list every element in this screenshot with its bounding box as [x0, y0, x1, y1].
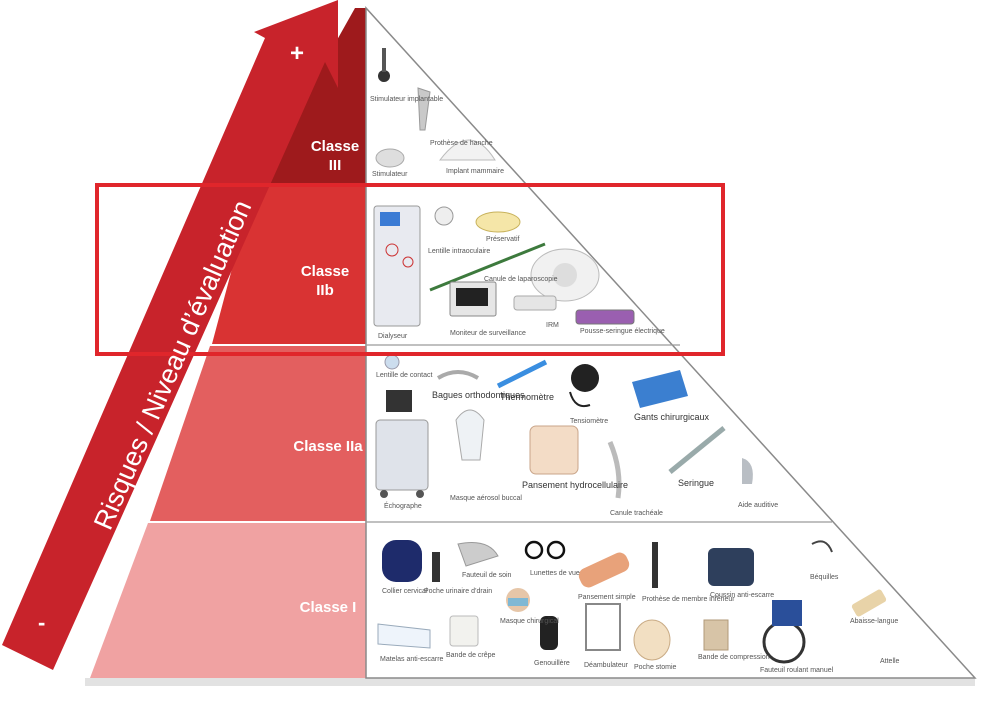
- device-label: Fauteuil roulant manuel: [760, 667, 834, 674]
- risk-arrow: [2, 0, 338, 670]
- device-label: Poche urinaire d’drain: [424, 588, 493, 595]
- device-label: Seringue: [678, 478, 715, 488]
- device-label: Prothèse de hanche: [430, 140, 493, 147]
- tier-class-iia: [150, 346, 366, 521]
- device-label: Préservatif: [486, 236, 520, 243]
- device-label: Canule trachéale: [610, 510, 663, 517]
- class-label-iib-line2: IIb: [316, 282, 334, 299]
- device-label: Aide auditive: [738, 502, 779, 509]
- device-label: Collier cervical: [382, 588, 428, 595]
- device-label: Masque chirurgical: [500, 618, 559, 625]
- device-label: Thermomètre: [500, 392, 555, 402]
- device-label: Tensiomètre: [570, 418, 609, 425]
- device-label: Béquilles: [810, 574, 839, 581]
- device-icons-class-iii: [375, 48, 496, 168]
- device-label: Masque aérosol buccal: [450, 495, 522, 502]
- device-label: Stimulateur: [372, 171, 408, 178]
- class-label-iib: Classe IIb: [290, 262, 360, 300]
- class-iib-highlight-box: [95, 183, 725, 356]
- device-label: Moniteur de surveillance: [450, 330, 526, 337]
- device-icons-class-iia: [375, 354, 753, 499]
- pyramid-outline: [365, 6, 977, 679]
- class-label-iii-line2: III: [328, 157, 342, 174]
- device-label: Pansement simple: [578, 594, 636, 601]
- device-label: Lentille de contact: [376, 372, 433, 379]
- class-label-iia: Classe IIa: [280, 437, 376, 456]
- pyramid-base-shadow: [85, 678, 975, 686]
- device-label: Stimulateur implantable: [370, 96, 444, 103]
- device-label: Attelle: [880, 658, 900, 665]
- device-label: Poche stomie: [634, 664, 677, 671]
- device-label: Déambulateur: [584, 662, 628, 669]
- device-label: Pansement hydrocellulaire: [522, 480, 629, 490]
- tier-class-i: [90, 523, 366, 678]
- device-label: Bande de compression: [698, 654, 770, 661]
- device-label: Lunettes de vue: [530, 570, 580, 577]
- device-label: Bande de crêpe: [446, 652, 496, 659]
- class-label-iii: Classe III: [300, 137, 370, 175]
- device-label: Genouillère: [534, 660, 570, 667]
- class-label-i: Classe I: [285, 598, 371, 617]
- device-icons-class-iib: [373, 205, 635, 327]
- device-label: Dialyseur: [378, 333, 408, 340]
- class-label-iib-line1: Classe: [300, 263, 350, 280]
- device-label: Échographe: [384, 503, 422, 510]
- device-label: Prothèse de membre inférieur: [642, 596, 735, 603]
- device-label: Bagues orthodontiques: [432, 390, 525, 400]
- class-label-iii-line1: Classe: [310, 138, 360, 155]
- device-label: Pousse-seringue électrique: [580, 328, 665, 335]
- device-label: Gants chirurgicaux: [634, 412, 710, 422]
- device-label: IRM: [546, 322, 559, 329]
- device-label: Matelas anti-escarre: [380, 656, 444, 663]
- device-label: Abaisse-langue: [850, 618, 899, 625]
- device-label: Coussin anti-escarre: [710, 592, 775, 599]
- device-label: Canule de laparoscopie: [484, 276, 558, 283]
- device-label: Implant mammaire: [446, 168, 504, 175]
- device-label: Lentille intraoculaire: [428, 248, 491, 255]
- device-label: Fauteuil de soin: [462, 572, 512, 579]
- device-icons-class-i: [377, 540, 887, 664]
- class-label-i-line1: Classe I: [299, 599, 357, 616]
- class-label-iia-line1: Classe IIa: [293, 438, 363, 455]
- axis-minus-sign: -: [38, 610, 46, 635]
- axis-plus-sign: +: [290, 40, 305, 67]
